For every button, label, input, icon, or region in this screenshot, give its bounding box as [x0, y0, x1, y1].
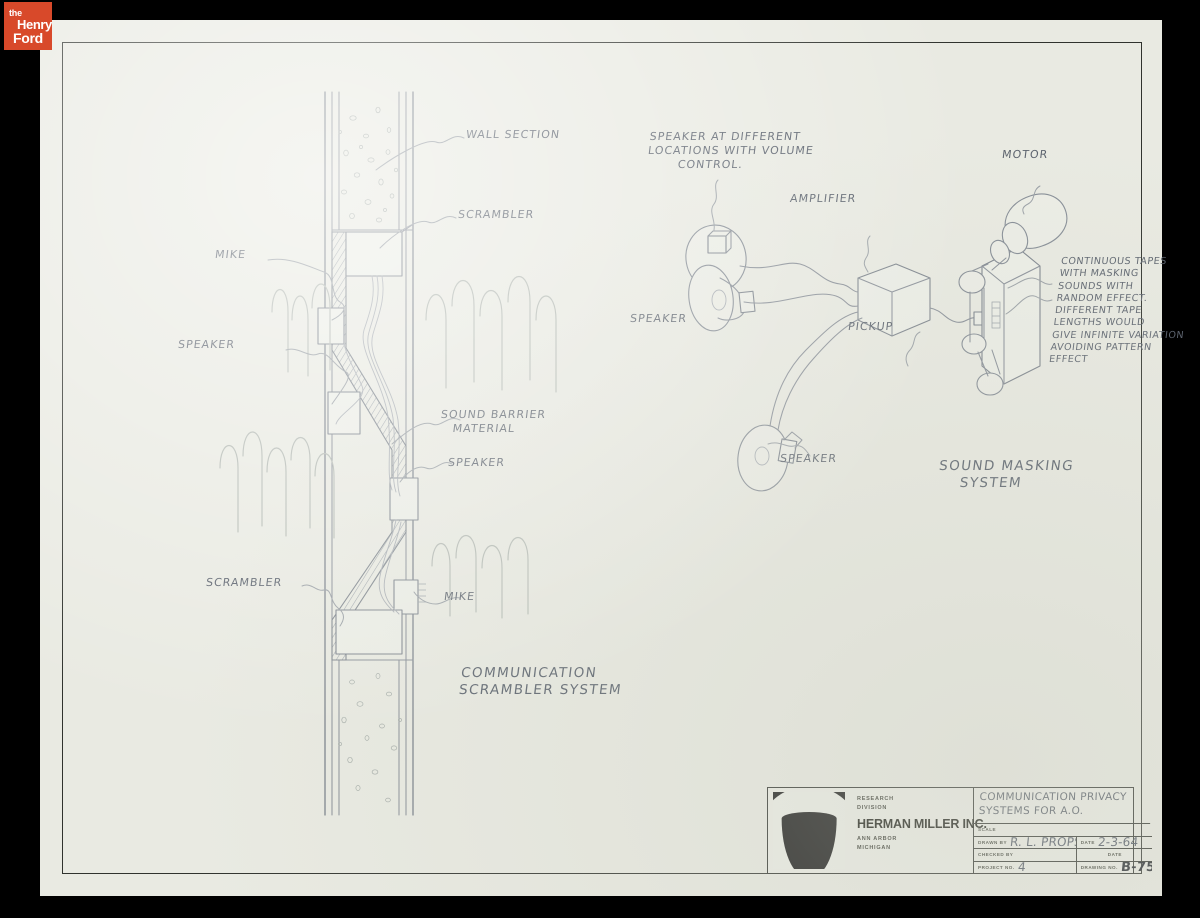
label-speaker-bottom: SPEAKER	[779, 452, 838, 465]
sound-masking-geometry	[685, 193, 1068, 492]
field-date-key: DATE	[1080, 839, 1095, 845]
field-drawing-no-value: B-75	[1120, 861, 1153, 874]
field-project-no-value: 4	[1016, 861, 1027, 874]
leader-lines-right	[711, 179, 1053, 457]
title-block: RESEARCH DIVISION HERMAN MILLER INC. ANN…	[767, 787, 1153, 874]
technical-drawing: .ln{fill:none;stroke:#8a9099;stroke-widt…	[219, 91, 1068, 816]
henry-ford-watermark-logo: the Henry Ford	[4, 2, 52, 50]
wall-section-geometry	[317, 91, 426, 816]
scrambler-box-bottom	[335, 609, 403, 655]
company-research: RESEARCH	[857, 796, 894, 802]
aggregate-texture-top	[338, 106, 398, 223]
title-block-row-checked: CHECKED BY DATE	[974, 849, 1153, 862]
label-sound-barrier-material: SOUND BARRIER MATERIAL	[438, 408, 547, 435]
label-speaker-upper: SPEAKER	[177, 338, 236, 351]
sound-barrier-material-band	[331, 231, 407, 661]
field-date-checked: DATE	[1075, 849, 1152, 861]
label-speaker-volume-control: SPEAKER AT DIFFERENT LOCATIONS WITH VOLU…	[645, 130, 815, 171]
field-scale-key: SCALE	[978, 827, 997, 833]
label-amplifier: AMPLIFIER	[789, 192, 858, 205]
motor-body	[989, 193, 1068, 271]
wiring	[335, 275, 402, 615]
label-scrambler-bottom: SCRAMBLER	[205, 576, 284, 589]
sound-waves-right-upper	[425, 275, 557, 393]
speaker-left-cone	[688, 264, 756, 332]
label-pickup: PICKUP	[847, 320, 895, 333]
watermark-ford: Ford	[13, 30, 43, 46]
field-drawn-by-key: DRAWN BY	[978, 839, 1008, 845]
volume-control-knob	[707, 235, 727, 254]
title-block-row-drawn: DRAWN BY R. L. PROPST DATE 2-3-64	[974, 836, 1153, 849]
company-division: DIVISION	[857, 804, 888, 811]
title-block-row-project: PROJECT NO. 4 DRAWING NO. B-75	[974, 861, 1153, 874]
label-speaker-lower: SPEAKER	[447, 456, 506, 469]
title-block-row-scale: SCALE	[974, 824, 1153, 837]
herman-miller-m-logo-icon	[773, 792, 845, 869]
watermark-the: the	[9, 8, 22, 18]
drawing-sheet: .ln{fill:none;stroke:#8a9099;stroke-widt…	[40, 20, 1185, 896]
sheet-border	[62, 42, 1142, 874]
field-checked-by: CHECKED BY	[974, 849, 1076, 861]
note-continuous-tapes: CONTINUOUS TAPES WITH MASKING SOUNDS WIT…	[1048, 256, 1185, 366]
drawing-title: COMMUNICATION PRIVACY SYSTEMS FOR A.O.	[972, 788, 1153, 824]
company-state: MICHIGAN	[857, 844, 891, 851]
label-mike-top: MIKE	[214, 248, 247, 261]
company-name: HERMAN MILLER INC.	[857, 817, 987, 832]
tape-transport	[958, 247, 1041, 396]
field-date-value: 2-3-64	[1097, 836, 1140, 849]
title-block-company: RESEARCH DIVISION HERMAN MILLER INC. ANN…	[768, 788, 987, 873]
field-scale: SCALE	[974, 824, 1152, 836]
amplifier-box	[857, 263, 931, 337]
aggregate-texture-bottom	[338, 673, 402, 803]
label-scrambler-top: SCRAMBLER	[457, 208, 536, 221]
title-communication-scrambler-system: COMMUNICATION SCRAMBLER SYSTEM	[458, 665, 623, 698]
label-speaker-left: SPEAKER	[629, 312, 688, 325]
field-drawn-by: DRAWN BY R. L. PROPST	[974, 837, 1076, 849]
label-mike-bottom: MIKE	[443, 590, 476, 603]
label-motor: MOTOR	[1001, 148, 1050, 161]
label-wall-section: WALL SECTION	[465, 128, 561, 141]
field-date: DATE 2-3-64	[1075, 836, 1152, 849]
cables	[739, 262, 979, 431]
watermark-henry: Henry	[17, 17, 52, 32]
sound-waves-left-upper	[271, 283, 331, 377]
company-city: ANN ARBOR	[857, 836, 898, 843]
sound-waves-left-lower	[219, 431, 335, 539]
field-drawing-no-key: DRAWING NO.	[1080, 864, 1118, 870]
speaker-box-upper	[327, 391, 361, 435]
title-sound-masking-system: SOUND MASKING SYSTEM	[936, 458, 1075, 491]
sound-waves-right-lower	[431, 535, 529, 619]
title-block-fields: COMMUNICATION PRIVACY SYSTEMS FOR A.O. S…	[972, 788, 1153, 874]
speaker-bottom-cone	[737, 424, 803, 492]
scrambler-box-top	[345, 231, 403, 277]
field-project-no: PROJECT NO. 4	[974, 862, 1076, 874]
field-drawn-by-value: R. L. PROPST	[1009, 836, 1076, 849]
mike-box-lower	[393, 579, 419, 615]
mike-box-upper	[317, 307, 345, 345]
field-date-checked-key: DATE	[1107, 852, 1122, 858]
field-drawing-no: DRAWING NO. B-75	[1075, 861, 1153, 874]
field-checked-by-key: CHECKED BY	[978, 852, 1014, 858]
leader-lines-left	[267, 136, 465, 627]
field-project-no-key: PROJECT NO.	[978, 864, 1015, 870]
